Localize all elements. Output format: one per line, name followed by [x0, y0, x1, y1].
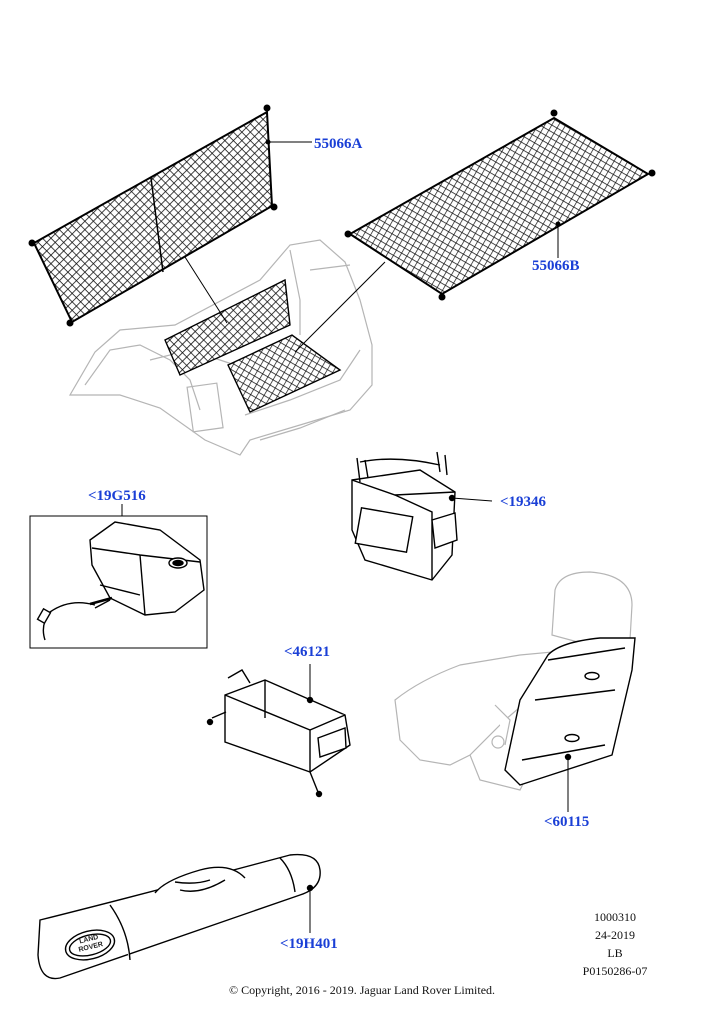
collapsible-storage-box	[206, 664, 351, 798]
callout-55066b[interactable]: 55066B	[532, 258, 580, 274]
callout-60115[interactable]: <60115	[544, 814, 590, 830]
vehicle-cargo-area	[68, 239, 373, 456]
callout-19g516[interactable]: <19G516	[88, 488, 146, 504]
cooler-bag	[351, 451, 493, 581]
cargo-net-55066b	[344, 109, 656, 301]
info-line-3: LB	[607, 946, 623, 960]
info-line-1: 1000310	[594, 910, 636, 924]
illustration-info: 1000310 24-2019 LB P0150286-07	[560, 908, 670, 980]
callout-55066a[interactable]: 55066A	[314, 136, 363, 152]
cool-box	[36, 521, 205, 641]
callout-19346[interactable]: <19346	[500, 494, 547, 510]
callout-46121[interactable]: <46121	[284, 644, 331, 660]
ski-bag	[37, 853, 321, 980]
copyright-notice: © Copyright, 2016 - 2019. Jaguar Land Ro…	[228, 983, 496, 997]
installed-nets	[164, 256, 386, 413]
seat-outline	[394, 571, 633, 791]
info-line-2: 24-2019	[595, 928, 635, 942]
cargo-net-55066a	[28, 104, 312, 327]
seat-back-organiser	[504, 637, 636, 812]
info-line-4: P0150286-07	[582, 964, 648, 978]
callout-19h401[interactable]: <19H401	[280, 936, 338, 952]
